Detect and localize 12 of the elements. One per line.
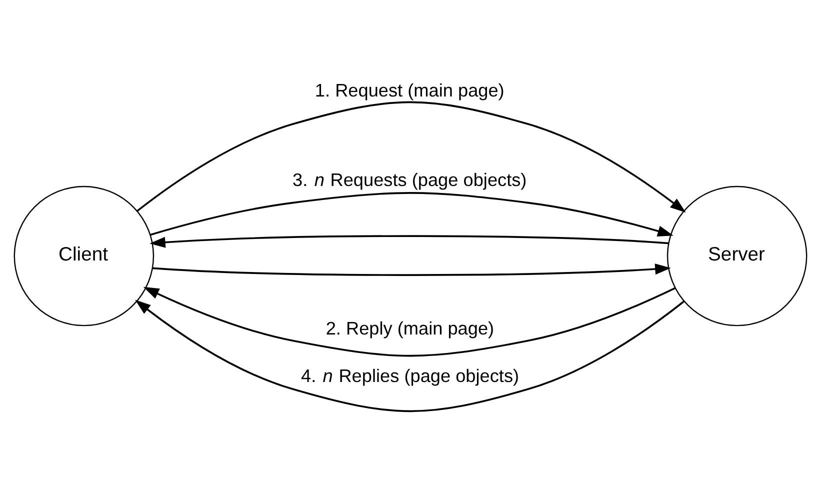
arrow: [142, 286, 676, 356]
edge-label: 2. Reply (main page): [325, 318, 494, 338]
node-circle: Server: [666, 185, 807, 326]
node-circle: Client: [13, 185, 154, 326]
arrow: [149, 192, 673, 236]
arrow: [152, 263, 670, 276]
arrow: [134, 299, 684, 412]
edge-label: 1. Request (main page): [314, 80, 504, 100]
edge-label: 4. n Replies (page objects): [300, 365, 519, 386]
arrow: [149, 234, 668, 248]
arrow: [136, 100, 686, 212]
edge-label: 3. n Requests (page objects): [292, 169, 526, 190]
